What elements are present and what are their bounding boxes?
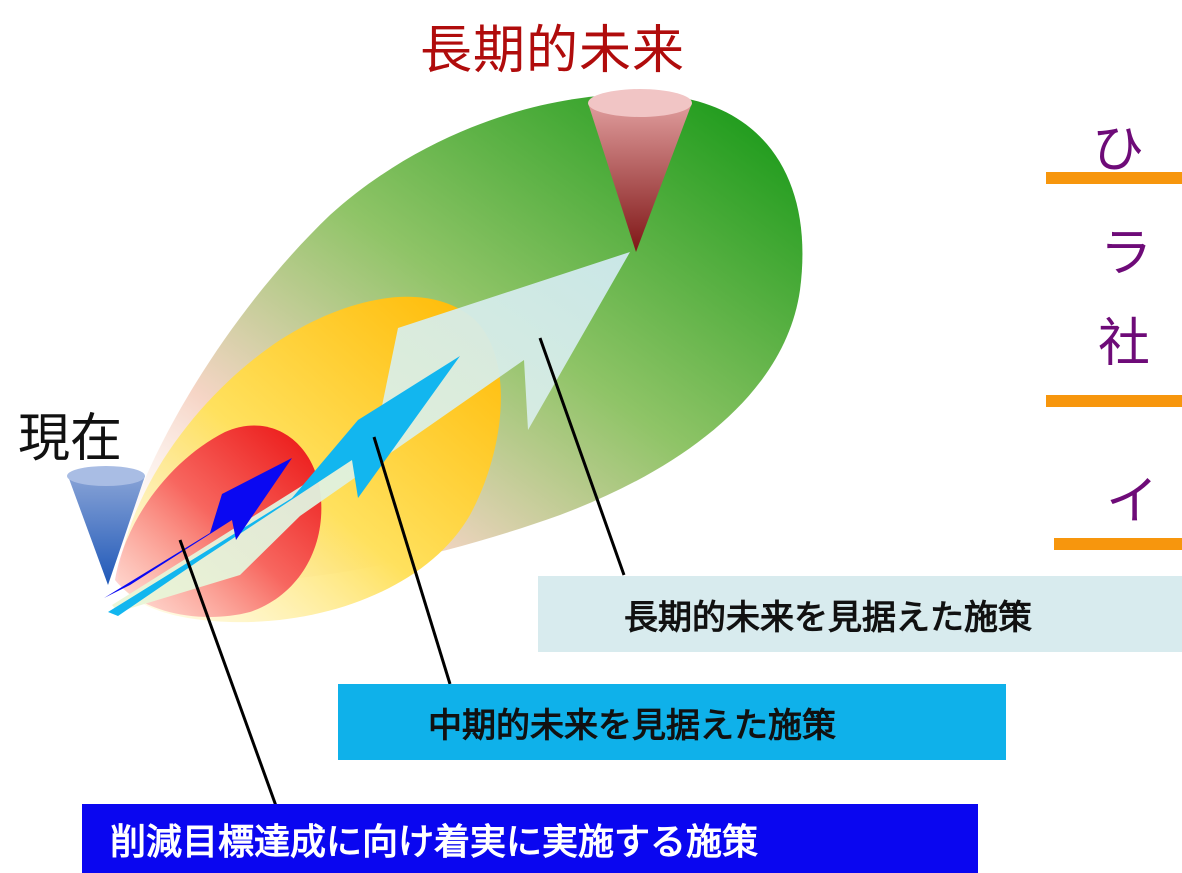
leader-line-short xyxy=(178,539,282,818)
mid-term-policy-box: 中期的未来を見据えた施策 xyxy=(338,684,1006,760)
leader-line-long xyxy=(538,337,626,576)
side-text-2: ラ xyxy=(1100,224,1153,284)
side-rule-1 xyxy=(1046,172,1182,184)
future-cone xyxy=(588,93,692,252)
short-term-policy-text: 削減目標達成に向け着実に実施する施策 xyxy=(110,821,759,863)
present-cone-top xyxy=(67,466,145,486)
long-term-policy-box: 長期的未来を見据えた施策 xyxy=(538,576,1182,652)
side-text-4: イ xyxy=(1106,472,1159,532)
present-cone xyxy=(68,468,145,585)
long-term-future-label: 長期的未来 xyxy=(420,21,686,81)
long-term-arrow xyxy=(112,252,630,612)
side-rule-3 xyxy=(1054,538,1182,550)
short-term-arrow xyxy=(104,458,292,598)
leader-line-mid xyxy=(372,436,452,685)
mid-term-arrow xyxy=(108,356,460,616)
mid-term-policy-text: 中期的未来を見据えた施策 xyxy=(428,705,836,746)
side-rule-2 xyxy=(1046,395,1182,407)
future-cone-top xyxy=(588,89,692,117)
side-text-3: 社 xyxy=(1098,314,1151,374)
long-term-policy-text: 長期的未来を見据えた施策 xyxy=(624,597,1032,638)
short-term-policy-box: 削減目標達成に向け着実に実施する施策 xyxy=(82,804,978,873)
side-text-1: ひ xyxy=(1092,120,1145,180)
present-label: 現在 xyxy=(18,409,123,469)
